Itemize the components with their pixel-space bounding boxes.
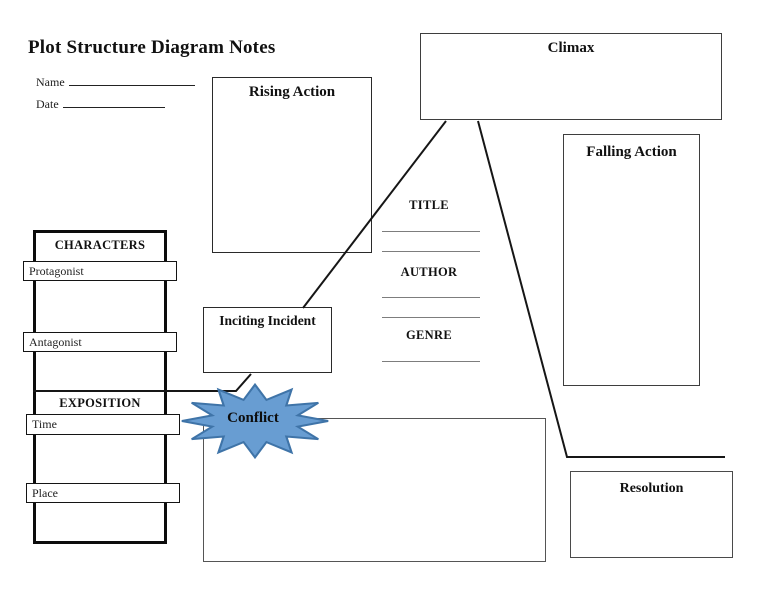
title-label: TITLE (409, 198, 449, 212)
conflict-star-svg (181, 382, 329, 460)
date-label: Date (36, 97, 59, 111)
conflict-star (178, 381, 332, 461)
author-write-line-2 (382, 317, 480, 318)
climax-box: Climax (420, 33, 722, 120)
name-label: Name (36, 75, 65, 89)
conflict-label: Conflict (227, 410, 279, 426)
exposition-header: EXPOSITION (59, 396, 141, 410)
name-row: Name (36, 74, 195, 90)
title-write-line-1 (382, 231, 480, 232)
name-blank-line (68, 74, 195, 86)
place-field: Place (26, 483, 180, 503)
resolution-box: Resolution (570, 471, 733, 558)
genre-label: GENRE (406, 328, 452, 342)
antagonist-field: Antagonist (23, 332, 177, 352)
resolution-label: Resolution (619, 481, 684, 496)
title-write-line-2 (382, 251, 480, 252)
protagonist-field: Protagonist (23, 261, 177, 281)
inciting-incident-box: Inciting Incident (203, 307, 332, 373)
author-write-line-1 (382, 297, 480, 298)
characters-header: CHARACTERS (54, 238, 146, 252)
falling-action-label: Falling Action (586, 144, 677, 160)
date-row: Date (36, 96, 165, 112)
conflict-star-shape (181, 382, 329, 460)
page-title: Plot Structure Diagram Notes (28, 37, 276, 58)
rising-action-label: Rising Action (248, 84, 336, 100)
author-label: AUTHOR (400, 265, 458, 279)
rising-action-box: Rising Action (212, 77, 372, 253)
falling-action-box: Falling Action (563, 134, 700, 386)
genre-write-line-1 (382, 361, 480, 362)
inciting-incident-label: Inciting Incident (219, 313, 316, 328)
date-blank-line (62, 96, 165, 108)
time-field: Time (26, 414, 180, 435)
climax-label: Climax (547, 40, 595, 56)
